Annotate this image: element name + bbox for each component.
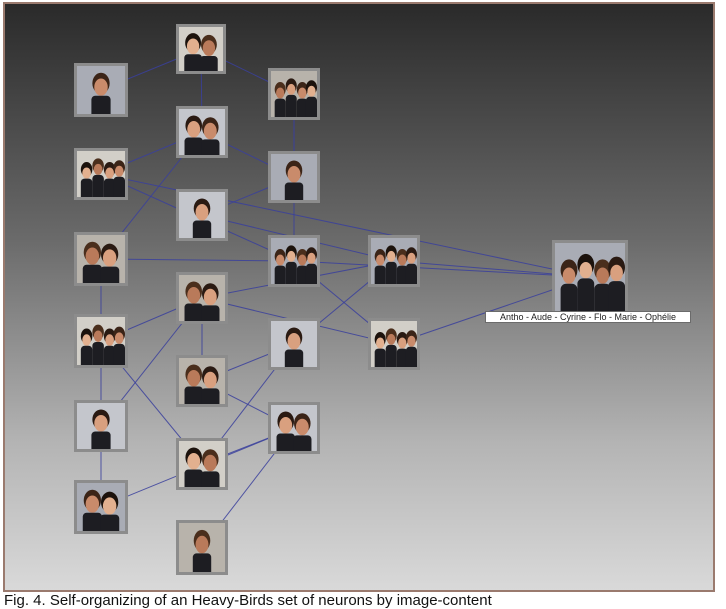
photo-node-5[interactable] <box>268 151 320 203</box>
figure-caption: Fig. 4. Self-organizing of an Heavy-Bird… <box>4 592 492 609</box>
photo-node-8[interactable] <box>176 189 228 241</box>
photo-node-9[interactable] <box>268 235 320 287</box>
photo-node-7[interactable] <box>74 232 128 286</box>
photo-thumbnail <box>179 358 225 404</box>
photo-node-1[interactable] <box>74 63 128 117</box>
photo-thumbnail <box>271 71 317 117</box>
result-node-caption: Antho - Aude - Cyrine - Flo - Marie - Op… <box>485 311 691 323</box>
photo-node-6[interactable] <box>74 148 128 200</box>
photo-thumbnail <box>77 66 125 114</box>
photo-node-18[interactable] <box>176 438 228 490</box>
photo-thumbnail <box>77 235 125 283</box>
photo-node-11[interactable] <box>176 272 228 324</box>
photo-node-17[interactable] <box>74 480 128 534</box>
photo-thumbnail <box>179 523 225 572</box>
photo-thumbnail <box>179 441 225 487</box>
photo-thumbnail <box>271 154 317 200</box>
photo-thumbnail <box>271 405 317 451</box>
photo-thumbnail <box>371 321 417 367</box>
photo-node-19[interactable] <box>176 520 228 575</box>
photo-thumbnail <box>179 275 225 321</box>
photo-thumbnail <box>77 403 125 449</box>
photo-thumbnail <box>179 109 225 155</box>
photo-thumbnail <box>77 317 125 365</box>
photo-thumbnail <box>555 243 625 311</box>
photo-node-20[interactable] <box>268 402 320 454</box>
photo-thumbnail <box>271 238 317 284</box>
photo-node-14[interactable] <box>368 318 420 370</box>
photo-node-21[interactable] <box>552 240 628 314</box>
photo-thumbnail <box>77 151 125 197</box>
photo-node-16[interactable] <box>268 318 320 370</box>
photo-thumbnail <box>77 483 125 531</box>
photo-node-12[interactable] <box>74 400 128 452</box>
photo-node-2[interactable] <box>176 24 226 74</box>
photo-thumbnail <box>179 192 225 238</box>
photo-thumbnail <box>371 238 417 284</box>
photo-node-13[interactable] <box>368 235 420 287</box>
photo-node-3[interactable] <box>268 68 320 120</box>
photo-node-10[interactable] <box>74 314 128 368</box>
photo-node-15[interactable] <box>176 355 228 407</box>
photo-thumbnail <box>179 27 223 71</box>
photo-thumbnail <box>271 321 317 367</box>
photo-node-4[interactable] <box>176 106 228 158</box>
